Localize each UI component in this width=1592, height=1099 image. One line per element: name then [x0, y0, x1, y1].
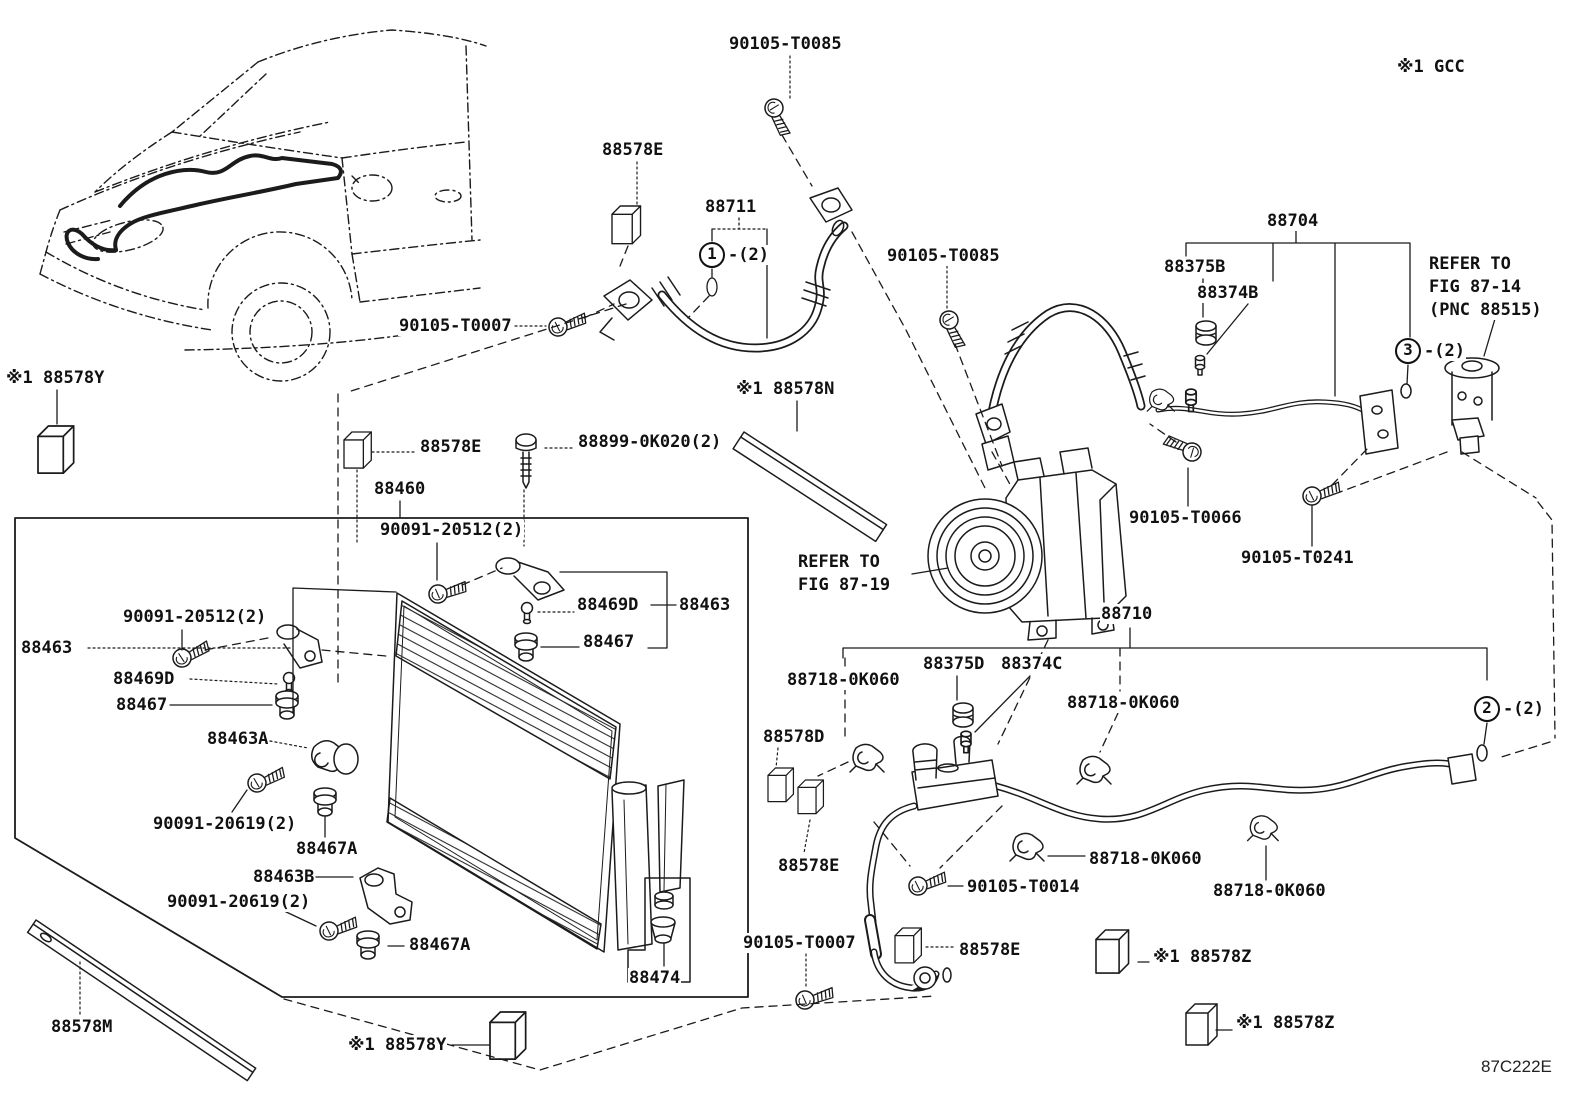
part-88374B[interactable]: 88374B — [1196, 283, 1260, 303]
condenser-88460 — [386, 592, 691, 983]
ref-fig-87-19-l2: FIG 87-19 — [797, 575, 892, 595]
part-90105-T0066[interactable]: 90105-T0066 — [1128, 508, 1243, 528]
part-88578E-2[interactable]: 88578E — [419, 437, 483, 457]
part-88463A[interactable]: 88463A — [206, 729, 270, 749]
condenser-group-box — [14, 517, 749, 998]
part-88374C[interactable]: 88374C — [1000, 654, 1064, 674]
part-88578N[interactable]: ※1 88578N — [735, 379, 836, 399]
part-88578E-3[interactable]: 88578E — [777, 856, 841, 876]
dashed-leaders — [204, 134, 1556, 1071]
part-88711[interactable]: 88711 — [704, 197, 758, 217]
callout-1-qty: -(2) — [727, 245, 770, 265]
part-88469D-right[interactable]: 88469D — [576, 595, 640, 615]
part-88578E-4[interactable]: 88578E — [958, 940, 1022, 960]
part-88718-0K060-3[interactable]: 88718-0K060 — [1088, 849, 1203, 869]
callout-2[interactable]: 2 — [1474, 696, 1500, 722]
part-90105-T0014[interactable]: 90105-T0014 — [966, 877, 1081, 897]
part-88899-0K020[interactable]: 88899-0K020(2) — [577, 432, 723, 452]
part-88467A-1[interactable]: 88467A — [295, 839, 359, 859]
ref-fig-87-14-l2: FIG 87-14 — [1428, 277, 1523, 297]
part-88474[interactable]: 88474 — [628, 968, 682, 988]
part-88469D-left[interactable]: 88469D — [112, 669, 176, 689]
part-90091-20512-1[interactable]: 90091-20512(2) — [379, 520, 525, 540]
part-88463-right[interactable]: 88463 — [678, 595, 732, 615]
part-88578Y-2[interactable]: ※1 88578Y — [347, 1035, 448, 1055]
part-88710[interactable]: 88710 — [1100, 604, 1154, 624]
bolts — [169, 96, 1342, 1011]
callout-3-qty: -(2) — [1423, 341, 1466, 361]
callout-lines — [56, 217, 1498, 1046]
part-88463-left[interactable]: 88463 — [20, 638, 74, 658]
part-88578Y-1[interactable]: ※1 88578Y — [5, 368, 106, 388]
part-90105-T0085-1[interactable]: 90105-T0085 — [728, 34, 843, 54]
part-88578D[interactable]: 88578D — [762, 727, 826, 747]
seal-pads — [26, 205, 1218, 1082]
part-88578M[interactable]: 88578M — [50, 1017, 114, 1037]
callout-3[interactable]: 3 — [1395, 338, 1421, 364]
part-88704[interactable]: 88704 — [1266, 211, 1320, 231]
drawing-code: 87C222E — [1481, 1057, 1552, 1076]
part-88463B[interactable]: 88463B — [252, 867, 316, 887]
part-90105-T0007-1[interactable]: 90105-T0007 — [398, 316, 513, 336]
part-88718-0K060-2[interactable]: 88718-0K060 — [1066, 693, 1181, 713]
part-88578Z-1[interactable]: ※1 88578Z — [1152, 947, 1253, 967]
liquid-suction-pipes-88710 — [849, 702, 1488, 992]
ref-fig-87-14-l1: REFER TO — [1428, 254, 1512, 274]
ac-harness-highlight — [64, 153, 343, 262]
suction-hose-88711 — [599, 187, 853, 353]
part-90105-T0007-2[interactable]: 90105-T0007 — [742, 933, 857, 953]
part-88718-0K060-4[interactable]: 88718-0K060 — [1212, 881, 1327, 901]
part-88467-right[interactable]: 88467 — [582, 632, 636, 652]
ref-fig-87-19-l1: REFER TO — [797, 552, 881, 572]
dotted-leaders — [79, 55, 956, 1015]
part-88578E-1[interactable]: 88578E — [601, 140, 665, 160]
note-gcc: ※1 GCC — [1396, 57, 1466, 77]
part-88375B[interactable]: 88375B — [1163, 257, 1227, 277]
part-90105-T0085-2[interactable]: 90105-T0085 — [886, 246, 1001, 266]
condenser-brackets — [275, 433, 565, 960]
expansion-valve — [1444, 357, 1500, 455]
part-88578Z-2[interactable]: ※1 88578Z — [1235, 1013, 1336, 1033]
part-88467A-2[interactable]: 88467A — [408, 935, 472, 955]
part-90091-20619-2[interactable]: 90091-20619(2) — [166, 892, 312, 912]
part-88718-0K060-1[interactable]: 88718-0K060 — [786, 670, 901, 690]
part-90091-20619-1[interactable]: 90091-20619(2) — [152, 814, 298, 834]
part-90091-20512-2[interactable]: 90091-20512(2) — [122, 607, 268, 627]
discharge-pipe-88704 — [975, 303, 1412, 471]
part-88460[interactable]: 88460 — [373, 479, 427, 499]
compressor — [927, 447, 1127, 641]
part-90105-T0241[interactable]: 90105-T0241 — [1240, 548, 1355, 568]
part-88375D[interactable]: 88375D — [922, 654, 986, 674]
callout-2-qty: -(2) — [1502, 699, 1545, 719]
part-88467-left[interactable]: 88467 — [115, 695, 169, 715]
callout-1[interactable]: 1 — [699, 242, 725, 268]
ref-fig-87-14-l3: (PNC 88515) — [1428, 300, 1543, 320]
